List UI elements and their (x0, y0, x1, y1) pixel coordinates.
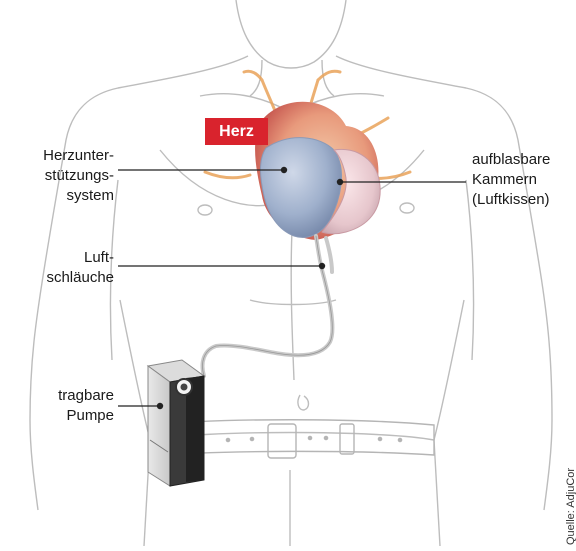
label-pump-line-1: tragbare (20, 386, 114, 406)
source-credit: Quelle: AdjuCor (565, 468, 576, 545)
label-air-tubes-line-1: Luft- (20, 248, 114, 268)
label-assist-system: Herzunter- stützungs- system (20, 146, 114, 206)
label-chambers-line-1: aufblasbare (472, 150, 572, 170)
air-tubes (203, 236, 333, 376)
label-chambers-line-2: Kammern (472, 170, 572, 190)
label-air-tubes-line-2: schläuche (20, 268, 114, 288)
heart-tag: Herz (205, 118, 268, 145)
label-pump: tragbare Pumpe (20, 386, 114, 426)
label-assist-system-line-2: stützungs- (20, 166, 114, 186)
label-assist-system-line-1: Herzunter- (20, 146, 114, 166)
portable-pump (148, 360, 204, 486)
label-chambers-line-3: (Luftkissen) (472, 190, 572, 210)
label-chambers: aufblasbare Kammern (Luftkissen) (472, 150, 572, 210)
label-air-tubes: Luft- schläuche (20, 248, 114, 288)
label-assist-system-line-3: system (20, 186, 114, 206)
label-pump-line-2: Pumpe (20, 406, 114, 426)
